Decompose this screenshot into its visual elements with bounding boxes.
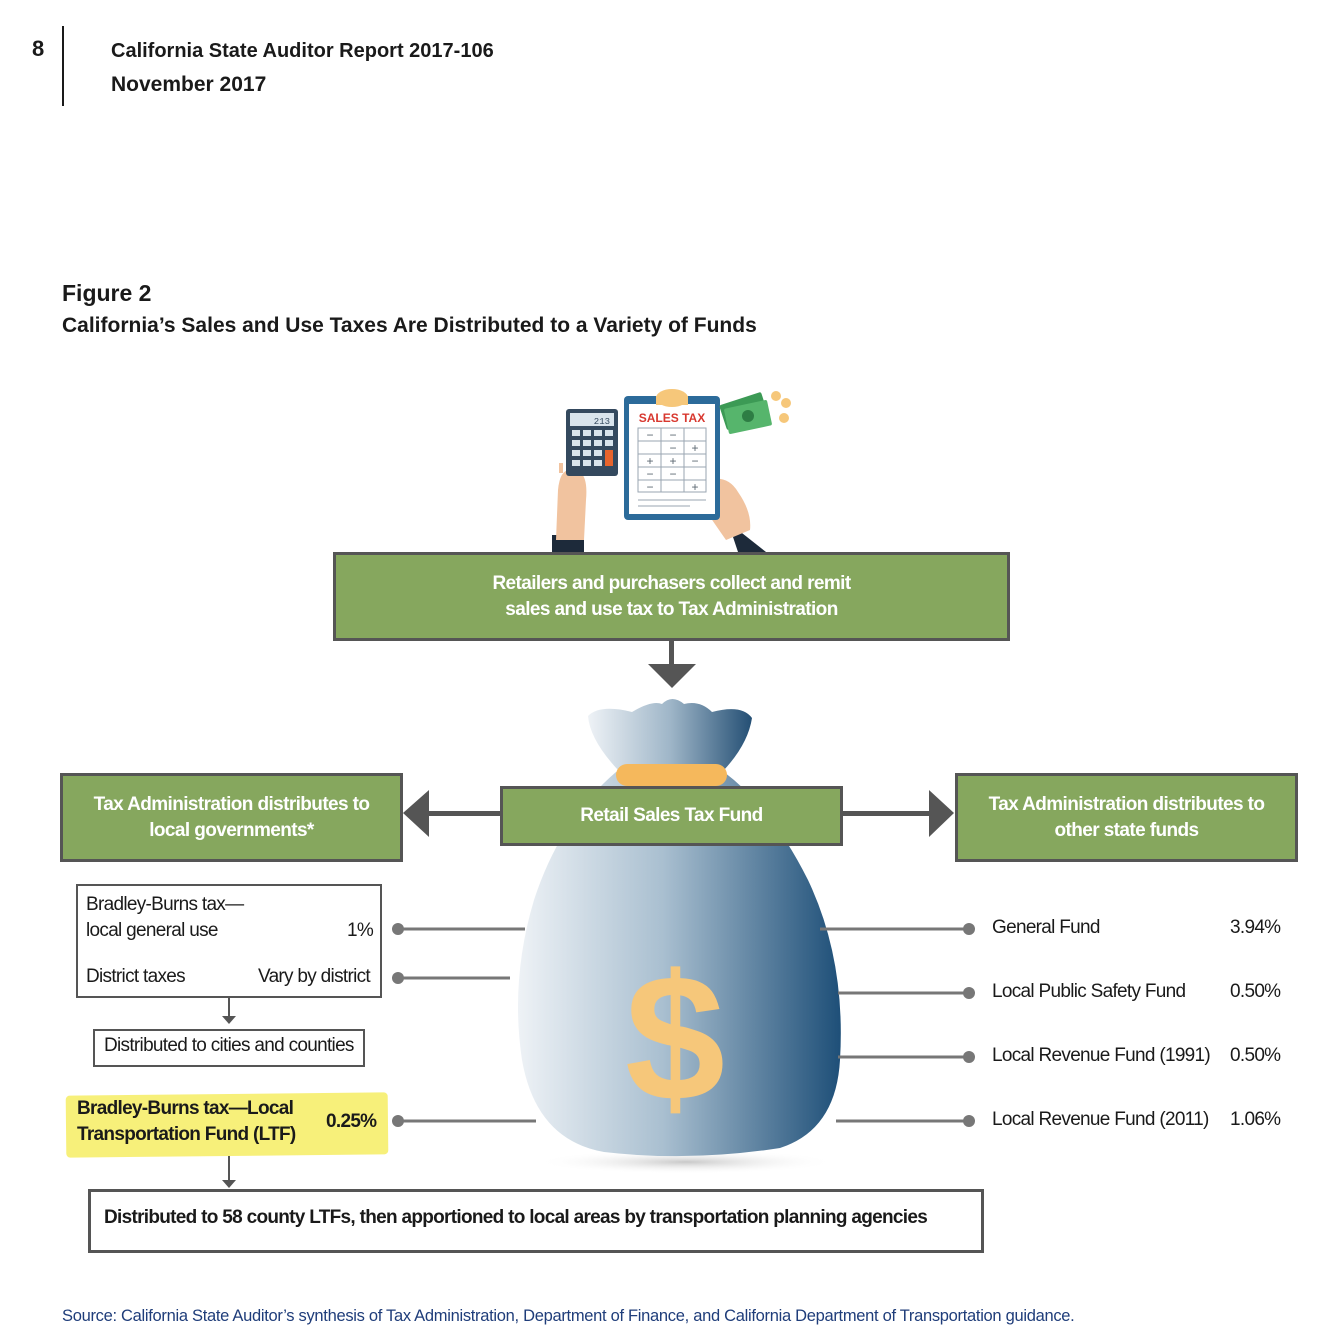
bradley-general-rate: 1%: [347, 920, 374, 941]
header-divider: [62, 26, 64, 106]
svg-text:−: −: [691, 454, 698, 468]
state-fund-rate: 3.94%: [1230, 917, 1281, 938]
svg-text:+: +: [646, 454, 653, 468]
small-down-arrow-icon: [222, 998, 236, 1188]
district-taxes-label: District taxes: [86, 966, 186, 987]
right-connectors: [820, 923, 975, 1127]
left-connectors: [392, 923, 536, 1127]
svg-text:−: −: [646, 428, 653, 442]
report-date: November 2017: [111, 73, 267, 96]
source-note: Source: California State Auditor’s synth…: [62, 1307, 1075, 1325]
right-arrow-icon: [843, 790, 954, 837]
svg-text:213: 213: [594, 417, 610, 427]
state-fund-name: Local Revenue Fund (1991): [992, 1045, 1211, 1066]
cities-counties-box: [93, 1029, 365, 1067]
left-arrow-icon: [403, 790, 500, 837]
retailers-box-text: Retailers and purchasers collect and rem…: [492, 572, 851, 620]
svg-text:−: −: [646, 467, 653, 481]
svg-text:SALES TAX: SALES TAX: [639, 411, 705, 425]
svg-text:−: −: [669, 428, 676, 442]
ltf-label-line2: Transportation Fund (LTF): [77, 1124, 296, 1145]
district-taxes-rate: Vary by district: [258, 966, 371, 987]
page-number: 8: [32, 36, 45, 61]
dollar-sign-icon: $: [625, 938, 725, 1139]
state-fund-rate: 1.06%: [1230, 1109, 1281, 1130]
figure-title: California’s Sales and Use Taxes Are Dis…: [62, 314, 757, 337]
ltf-distribution-box: [88, 1189, 984, 1253]
retail-sales-tax-fund-text: Retail Sales Tax Fund: [580, 805, 763, 827]
state-fund-name: Local Public Safety Fund: [992, 981, 1186, 1002]
money-bag-icon: $: [518, 699, 841, 1157]
cash-icon: [719, 391, 791, 434]
bradley-burns-box: [76, 884, 382, 998]
retail-sales-tax-fund-box: Retail Sales Tax Fund: [500, 786, 843, 846]
svg-text:+: +: [691, 480, 698, 494]
svg-text:−: −: [669, 467, 676, 481]
other-state-funds-box: Tax Administration distributes to other …: [955, 773, 1298, 862]
svg-text:+: +: [691, 441, 698, 455]
cities-counties-text: Distributed to cities and counties: [104, 1035, 354, 1056]
state-fund-name: Local Revenue Fund (2011): [992, 1109, 1209, 1130]
svg-text:−: −: [646, 480, 653, 494]
bradley-general-label-line1: Bradley-Burns tax—: [86, 894, 244, 915]
state-fund-rate: 0.50%: [1230, 981, 1281, 1002]
calculator-icon: 213: [566, 409, 618, 476]
local-governments-box: Tax Administration distributes to local …: [60, 773, 403, 862]
state-fund-name: General Fund: [992, 917, 1100, 938]
local-governments-box-text: Tax Administration distributes to local …: [93, 793, 370, 841]
other-state-funds-box-text: Tax Administration distributes to other …: [988, 793, 1265, 841]
down-arrow-icon: [648, 641, 696, 688]
retailers-box: Retailers and purchasers collect and rem…: [333, 552, 1010, 641]
bradley-general-label-line2: local general use: [86, 920, 218, 941]
ltf-distribution-text: Distributed to 58 county LTFs, then appo…: [104, 1207, 928, 1228]
svg-text:+: +: [669, 454, 676, 468]
ltf-label-line1: Bradley-Burns tax—Local: [77, 1098, 294, 1119]
clipboard-icon: SALES TAX −− −+ ++− −− −+: [624, 389, 720, 520]
report-title: California State Auditor Report 2017-106: [111, 40, 494, 62]
bag-shadow: [536, 1150, 836, 1174]
state-fund-rate: 0.50%: [1230, 1045, 1281, 1066]
svg-text:−: −: [669, 441, 676, 455]
figure-label: Figure 2: [62, 280, 152, 306]
ltf-rate: 0.25%: [326, 1111, 377, 1132]
